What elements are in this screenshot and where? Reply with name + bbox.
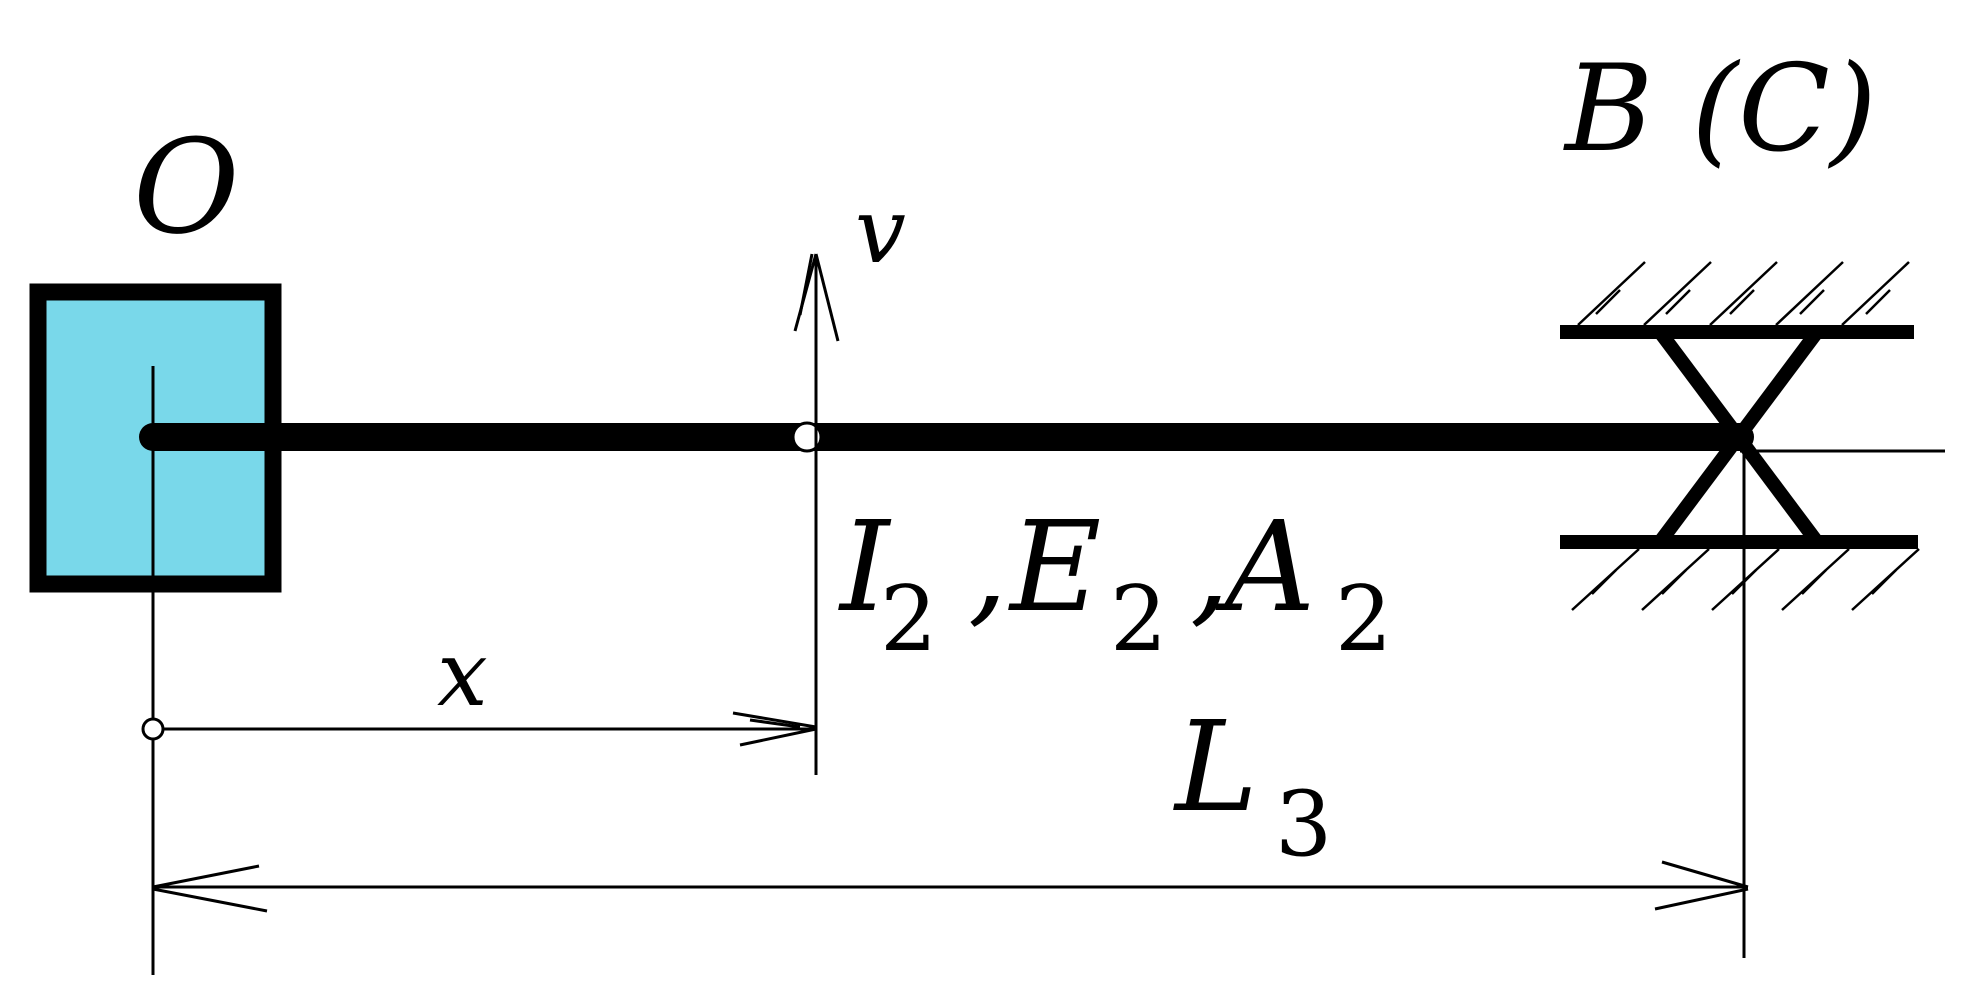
velocity-arrowhead <box>793 253 840 342</box>
guided-support <box>1560 261 1920 611</box>
label-section-properties: I 2 , E 2 , A 2 <box>838 495 1392 672</box>
label-b-c: B (C) <box>1563 40 1877 179</box>
section-point <box>791 421 823 453</box>
label-prop-e: E <box>1008 495 1101 640</box>
label-prop-i-sub: 2 <box>880 567 937 672</box>
label-velocity: v <box>855 179 906 284</box>
label-prop-i: I <box>838 495 892 640</box>
label-l3: L 3 <box>1173 695 1332 877</box>
label-o: O <box>133 111 240 263</box>
label-prop-e-sub: 2 <box>1110 567 1167 672</box>
label-prop-a-sub: 2 <box>1335 567 1392 672</box>
x-arrowhead <box>732 711 817 747</box>
label-l3-sub: 3 <box>1275 772 1332 877</box>
x-origin-point <box>141 717 165 741</box>
label-x: x <box>437 622 488 727</box>
label-l3-main: L <box>1173 695 1258 840</box>
label-prop-a: A <box>1215 495 1315 640</box>
l3-right-arrowhead <box>1654 860 1749 911</box>
label-sep-1: , <box>968 495 1008 640</box>
label-sep-2: , <box>1190 495 1230 640</box>
l3-left-arrowhead <box>152 864 268 913</box>
